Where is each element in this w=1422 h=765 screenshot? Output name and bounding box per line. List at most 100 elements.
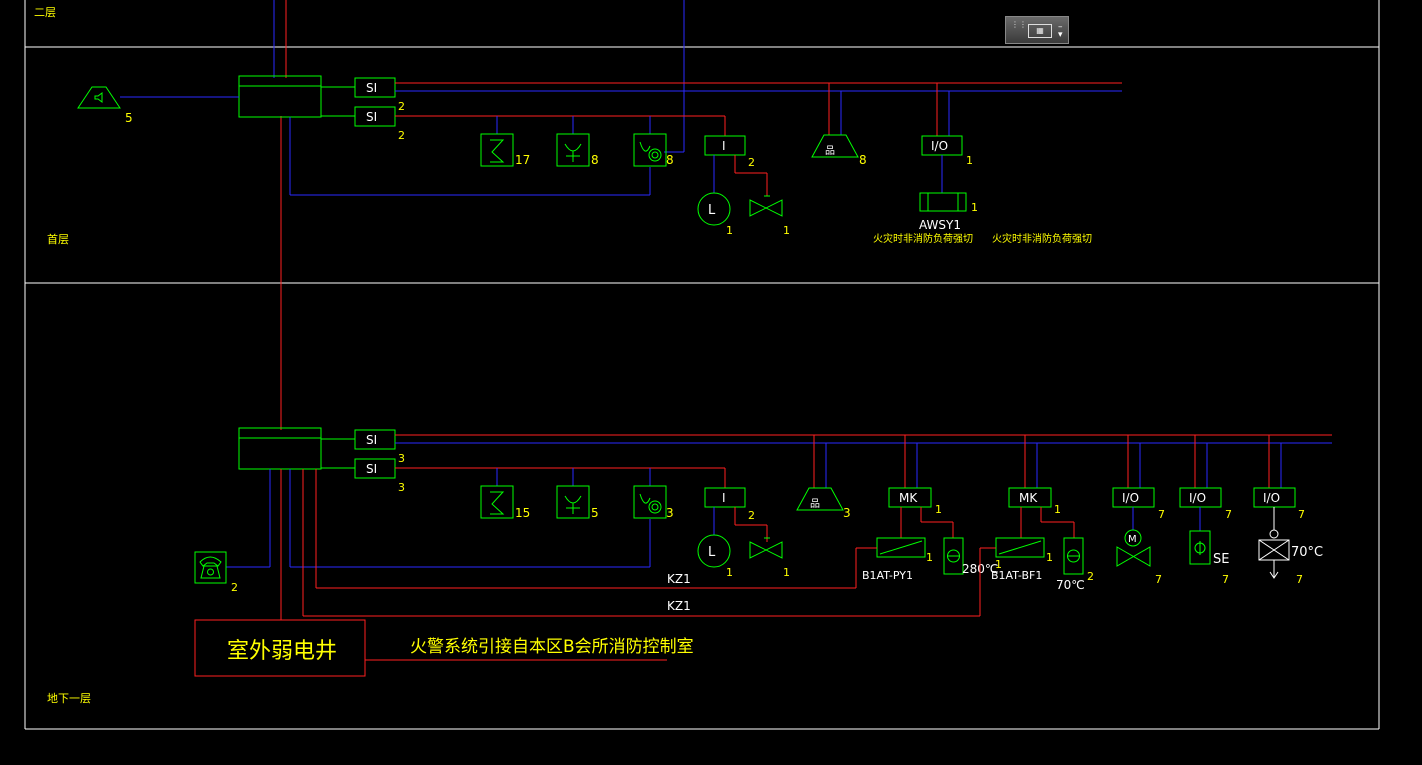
chevron-down-icon[interactable]: –▾: [1058, 22, 1063, 40]
io-module-b3-label: I/O: [1263, 491, 1280, 505]
svg-text:L: L: [708, 545, 716, 560]
fire-damper-280-icon: [943, 537, 964, 575]
phone-count: 2: [231, 581, 238, 594]
io-module-b1-label: I/O: [1122, 491, 1139, 505]
first-floor-section: 5 SI 2 SI 2 17 8 8: [77, 75, 1122, 245]
sound-light-alarm-b-icon: [796, 487, 844, 511]
mk-module-1[interactable]: [888, 487, 932, 508]
floor-label-first: 首层: [47, 232, 69, 246]
input-module-label: I: [722, 139, 726, 153]
io-module-label: I/O: [931, 139, 948, 153]
si-module-1-count: 2: [398, 100, 405, 113]
kz1-label-b: KZ1: [667, 599, 691, 613]
outdoor-weak-current-shaft[interactable]: [194, 619, 366, 677]
phone-icon: [194, 551, 227, 584]
io-module-count: 1: [966, 154, 973, 167]
svg-text:品: 品: [810, 498, 820, 510]
basement-controller[interactable]: [238, 427, 322, 470]
se-count: 7: [1222, 573, 1229, 586]
heat-count-b: 5: [591, 506, 599, 520]
cutoff-note-2: 火灾时非消防负荷强切: [992, 232, 1092, 245]
damper2-count: 2: [1087, 570, 1094, 583]
input-module-b-count: 2: [748, 509, 755, 522]
manual-alarm-icon: [633, 133, 667, 167]
svg-text:品: 品: [825, 145, 835, 157]
svg-text:M: M: [1128, 534, 1137, 545]
input-module-count: 2: [748, 156, 755, 169]
input-module-b[interactable]: [704, 487, 746, 508]
mk-module-1-count: 1: [935, 503, 942, 516]
heat-detector-icon: [556, 133, 590, 167]
fire-door-icon: [1269, 529, 1279, 539]
se-label: SE: [1213, 552, 1229, 567]
mk-module-1-label: MK: [899, 491, 918, 505]
damper2-label: 70℃: [1056, 578, 1085, 592]
alarm-count: 8: [859, 153, 867, 167]
fan1-label: B1AT-PY1: [862, 569, 913, 582]
motor-valve-count: 7: [1155, 573, 1162, 586]
speaker-icon: [77, 86, 121, 109]
mk-module-2[interactable]: [1008, 487, 1052, 508]
drawing-frame: [24, 0, 1380, 730]
mk-module-2-label: MK: [1019, 491, 1038, 505]
awsy-label: AWSY1: [919, 218, 961, 232]
heat-count: 8: [591, 153, 599, 167]
io-module-b2-count: 7: [1225, 508, 1232, 521]
si-module-2-count: 2: [398, 129, 405, 142]
smoke-exhaust-valve-icon: [1189, 530, 1211, 565]
input-module-b-label: I: [722, 491, 726, 505]
door-label: 70°C: [1291, 545, 1323, 560]
floor-label-basement: 地下一层: [47, 692, 91, 705]
flow-count: 1: [726, 224, 733, 237]
basement-section: SI 3 SI 3 2 15 5: [194, 427, 1332, 677]
combo-count-b: 3: [666, 506, 674, 520]
manual-alarm-b-icon: [633, 485, 667, 519]
grip-handle-icon[interactable]: ⋮⋮: [1011, 20, 1027, 29]
fire-damper-70-icon: [1063, 537, 1084, 575]
first-floor-controller[interactable]: [238, 75, 322, 118]
io-module-b1-count: 7: [1158, 508, 1165, 521]
io-module-b3-count: 7: [1298, 508, 1305, 521]
valve-count-b: 1: [783, 566, 790, 579]
flow-switch-icon: [697, 192, 731, 226]
awsy-count: 1: [971, 201, 978, 214]
si-module-b2-label: SI: [366, 462, 377, 476]
flow-count-b: 1: [726, 566, 733, 579]
fan2-label: B1AT-BF1: [991, 569, 1042, 582]
smoke-detector-b-icon: [480, 485, 514, 519]
vertical-risers: [273, 0, 685, 430]
signal-valve-icon: [749, 195, 783, 217]
flow-switch-b-icon: [697, 534, 731, 568]
power-cutoff-box: [919, 192, 967, 212]
mk-module-2-count: 1: [1054, 503, 1061, 516]
floating-toolbar[interactable]: ⋮⋮ ▦ –▾: [1005, 16, 1069, 44]
input-module[interactable]: [704, 135, 746, 156]
motor-valve-icon: [1124, 529, 1142, 547]
smoke-detector-icon: [480, 133, 514, 167]
door-count: 7: [1296, 573, 1303, 586]
fan1-count: 1: [926, 551, 933, 564]
kz1-label-a: KZ1: [667, 572, 691, 586]
si-module-b1-count: 3: [398, 452, 405, 465]
combo-count: 8: [666, 153, 674, 167]
shaft-label: 室外弱电井: [227, 639, 337, 664]
si-module-b2-count: 3: [398, 481, 405, 494]
keyboard-icon[interactable]: ▦: [1028, 24, 1052, 38]
io-module-b2-label: I/O: [1189, 491, 1206, 505]
valve-count: 1: [783, 224, 790, 237]
fan2-count: 1: [1046, 551, 1053, 564]
damper1-count: 1: [995, 558, 1002, 571]
heat-detector-b-icon: [556, 485, 590, 519]
smoke-count-b: 15: [515, 506, 530, 520]
signal-valve-b-icon: [749, 537, 783, 559]
speaker-count: 5: [125, 111, 133, 125]
alarm-count-b: 3: [843, 506, 851, 520]
sound-light-alarm-icon: [811, 134, 859, 158]
svg-text:L: L: [708, 203, 716, 218]
cutoff-note-1: 火灾时非消防负荷强切: [873, 232, 973, 245]
floor-label-second: 二层: [34, 6, 56, 19]
source-note: 火警系统引接自本区B会所消防控制室: [410, 637, 694, 657]
si-module-b1-label: SI: [366, 433, 377, 447]
smoke-count: 17: [515, 153, 530, 167]
